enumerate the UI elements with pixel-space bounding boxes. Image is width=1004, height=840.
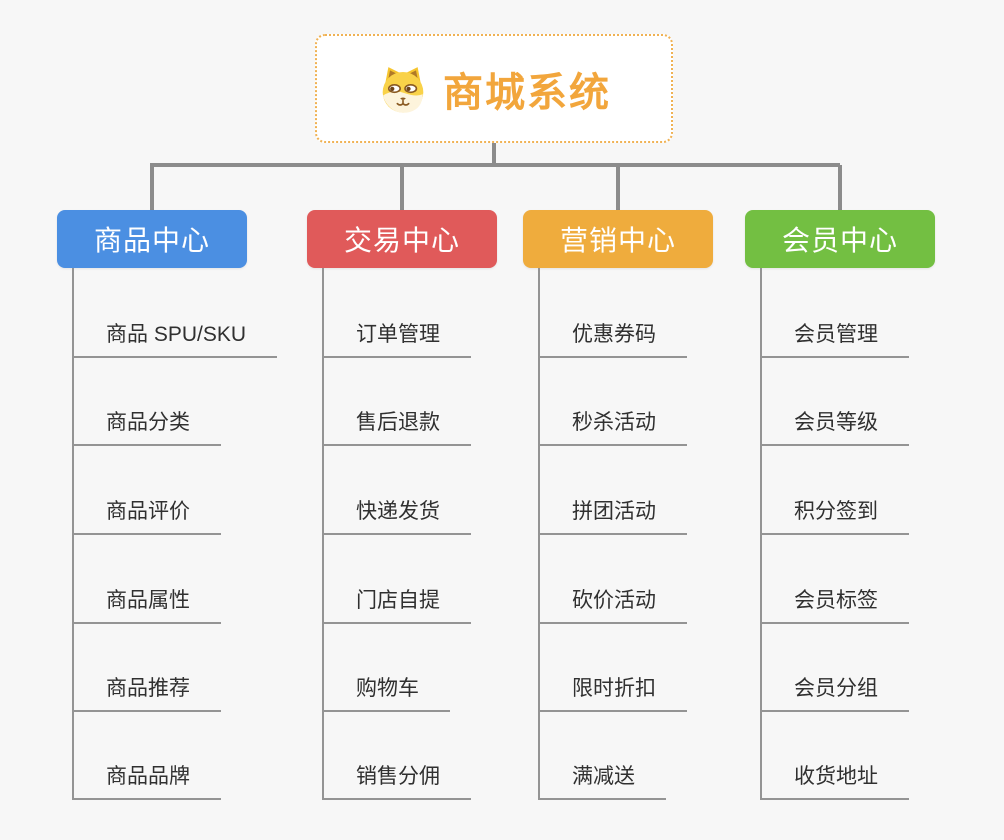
branch-members: 会员中心 会员管理 会员等级 积分签到 会员标签 会员分组 收货地址: [745, 210, 995, 810]
leaf-node[interactable]: 订单管理: [322, 314, 471, 358]
branch-node-marketing[interactable]: 营销中心: [523, 210, 713, 268]
leaf-node[interactable]: 砍价活动: [538, 580, 687, 624]
leaf-node[interactable]: 商品 SPU/SKU: [72, 314, 278, 358]
root-node-title: 商城系统: [443, 70, 611, 115]
leaf-node[interactable]: 商品评价: [72, 491, 221, 535]
connector-trunk: [492, 143, 496, 165]
leaf-node[interactable]: 商品推荐: [72, 668, 221, 712]
root-node-mall-system[interactable]: 商城系统: [315, 34, 673, 143]
leaf-node[interactable]: 快递发货: [322, 491, 471, 535]
connector-drop-marketing: [616, 165, 620, 210]
leaf-node[interactable]: 满减送: [538, 756, 666, 800]
leaf-node[interactable]: 售后退款: [322, 402, 471, 446]
connector-horizontal: [150, 163, 840, 167]
leaf-node[interactable]: 会员标签: [760, 580, 909, 624]
branch-products: 商品中心 商品 SPU/SKU 商品分类 商品评价 商品属性 商品推荐 商品品牌: [57, 210, 307, 810]
connector-drop-trade: [400, 165, 404, 210]
leaf-node[interactable]: 秒杀活动: [538, 402, 687, 446]
leaf-node[interactable]: 会员管理: [760, 314, 909, 358]
leaf-node[interactable]: 收货地址: [760, 756, 909, 800]
dog-face-icon: [382, 66, 424, 113]
connector-drop-members: [838, 165, 842, 210]
leaf-node[interactable]: 商品分类: [72, 402, 221, 446]
leaf-node[interactable]: 会员分组: [760, 668, 909, 712]
leaf-node[interactable]: 商品品牌: [72, 756, 221, 800]
leaf-node[interactable]: 门店自提: [322, 580, 471, 624]
leaf-node[interactable]: 购物车: [322, 668, 450, 712]
branch-trade: 交易中心 订单管理 售后退款 快递发货 门店自提 购物车 销售分佣: [307, 210, 557, 810]
leaf-node[interactable]: 积分签到: [760, 491, 909, 535]
leaf-node[interactable]: 拼团活动: [538, 491, 687, 535]
leaf-node[interactable]: 销售分佣: [322, 756, 471, 800]
leaf-node[interactable]: 优惠券码: [538, 314, 687, 358]
leaf-node[interactable]: 会员等级: [760, 402, 909, 446]
connector-drop-products: [150, 165, 154, 210]
branch-node-trade[interactable]: 交易中心: [307, 210, 497, 268]
leaf-node[interactable]: 限时折扣: [538, 668, 687, 712]
branch-node-members[interactable]: 会员中心: [745, 210, 935, 268]
branch-node-products[interactable]: 商品中心: [57, 210, 247, 268]
leaf-node[interactable]: 商品属性: [72, 580, 221, 624]
branch-marketing: 营销中心 优惠券码 秒杀活动 拼团活动 砍价活动 限时折扣 满减送: [523, 210, 773, 810]
